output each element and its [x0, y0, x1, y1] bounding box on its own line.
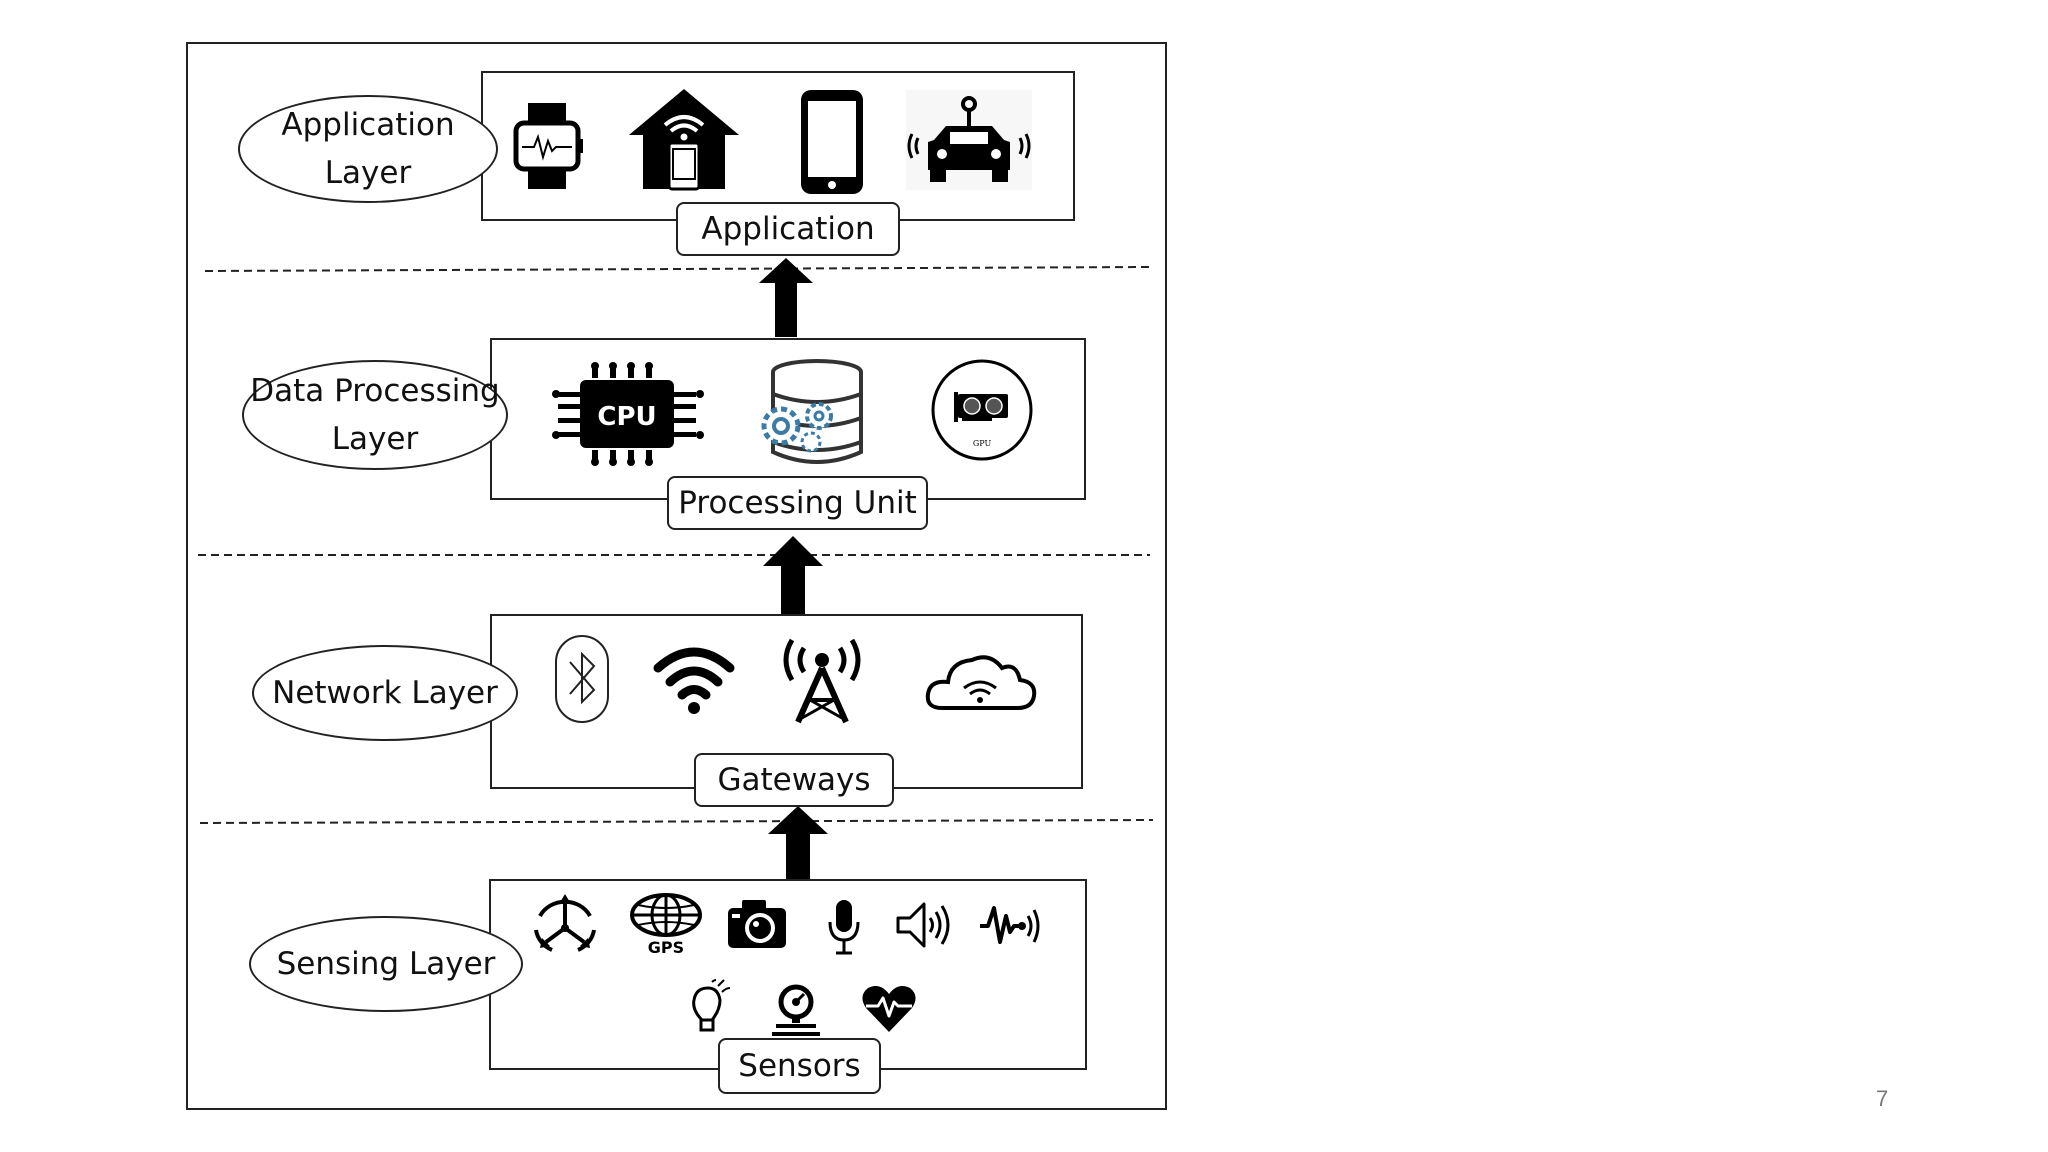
smartwatch-icon — [513, 103, 583, 189]
application-layer-label: Application Layer — [238, 95, 498, 203]
arrow-up-1 — [759, 258, 813, 337]
pressure-gauge-icon — [772, 984, 820, 1036]
cloud-wifi-icon — [925, 655, 1037, 710]
sensing-layer-label: Sensing Layer — [249, 916, 523, 1012]
cell-tower-icon — [783, 638, 861, 724]
bluetooth-icon — [555, 635, 609, 723]
gps-label: GPS — [648, 938, 684, 957]
smart-home-icon — [629, 89, 739, 191]
diagram-frame — [186, 42, 1167, 1110]
network-tag: Gateways — [694, 753, 894, 807]
gpu-label: GPU — [973, 439, 992, 448]
camera-icon — [728, 900, 786, 948]
processing-layer-label: Data Processing Layer — [242, 360, 508, 470]
gps-globe-icon: GPS — [630, 893, 702, 957]
cpu-chip-icon: CPU — [552, 362, 704, 466]
wifi-icon — [653, 647, 735, 714]
microphone-icon — [828, 900, 860, 955]
application-tag: Application — [676, 202, 900, 256]
arrow-up-2 — [763, 536, 823, 615]
speaker-icon — [896, 902, 950, 948]
separator-1 — [204, 266, 1151, 272]
network-layer-label: Network Layer — [252, 645, 518, 741]
connected-car-icon — [906, 90, 1032, 190]
vibration-signal-icon — [980, 906, 1040, 944]
page-number: 7 — [1876, 1086, 1889, 1111]
database-gears-icon — [761, 359, 863, 464]
light-bulb-icon — [692, 979, 731, 1032]
smartphone-icon — [801, 90, 863, 194]
gpu-card-icon: GPU — [931, 359, 1033, 461]
accelerometer-icon — [534, 894, 596, 952]
processing-tag: Processing Unit — [667, 476, 928, 530]
cpu-label: CPU — [597, 402, 656, 432]
sensing-tag: Sensors — [718, 1038, 881, 1094]
heart-rate-icon — [862, 986, 916, 1032]
separator-3 — [199, 819, 1154, 824]
arrow-up-3 — [768, 806, 828, 882]
